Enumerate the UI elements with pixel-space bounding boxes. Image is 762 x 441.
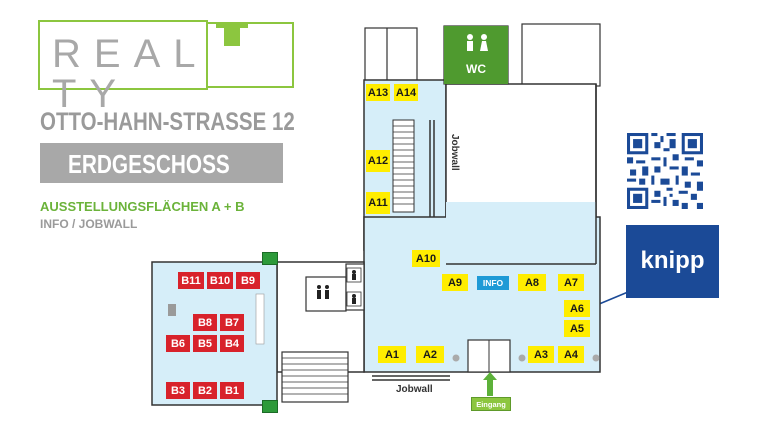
booth-b2[interactable]: B2 bbox=[193, 382, 217, 399]
floor-plan: WC Jobwall Jobwall A13 A14 A12 A11 A10 A… bbox=[150, 22, 601, 422]
booth-b7[interactable]: B7 bbox=[220, 314, 244, 331]
booth-b9[interactable]: B9 bbox=[236, 272, 260, 289]
entrance-label: Eingang bbox=[471, 397, 511, 411]
toilet-people-icon bbox=[317, 285, 329, 299]
booth-b11[interactable]: B11 bbox=[178, 272, 204, 289]
booth-a14[interactable]: A14 bbox=[394, 84, 418, 101]
booth-b4[interactable]: B4 bbox=[220, 335, 244, 352]
exhibition-areas-label: AUSSTELLUNGSFLÄCHEN A + B bbox=[40, 199, 245, 214]
jobwall-vertical-label: Jobwall bbox=[449, 134, 460, 171]
info-jobwall-label: INFO / JOBWALL bbox=[40, 217, 138, 231]
accessible-toilet-icon bbox=[346, 267, 362, 307]
entrance-arrow-icon bbox=[483, 372, 497, 396]
booth-a10[interactable]: A10 bbox=[412, 250, 440, 267]
booth-b5[interactable]: B5 bbox=[193, 335, 217, 352]
wc-people-icon bbox=[467, 34, 488, 51]
booth-a5[interactable]: A5 bbox=[564, 320, 590, 337]
wc-room: WC bbox=[444, 26, 508, 84]
booth-b1[interactable]: B1 bbox=[220, 382, 244, 399]
reality-logo: REAL TY bbox=[38, 20, 294, 114]
qr-code-icon[interactable] bbox=[627, 133, 703, 209]
booth-b3[interactable]: B3 bbox=[166, 382, 190, 399]
booth-a2[interactable]: A2 bbox=[416, 346, 444, 363]
booth-a4[interactable]: A4 bbox=[558, 346, 584, 363]
logo-word: REAL TY bbox=[52, 32, 208, 116]
booth-b10[interactable]: B10 bbox=[207, 272, 233, 289]
booth-a13[interactable]: A13 bbox=[366, 84, 390, 101]
booth-a1[interactable]: A1 bbox=[378, 346, 406, 363]
booth-b8[interactable]: B8 bbox=[193, 314, 217, 331]
knipp-label: knipp bbox=[640, 247, 705, 274]
booth-a11[interactable]: A11 bbox=[366, 192, 390, 214]
booth-a12[interactable]: A12 bbox=[366, 150, 390, 172]
booth-a7[interactable]: A7 bbox=[558, 274, 584, 291]
emergency-exit-icon bbox=[262, 252, 278, 265]
wc-label: WC bbox=[466, 62, 486, 76]
booth-b6[interactable]: B6 bbox=[166, 335, 190, 352]
info-desk[interactable]: INFO bbox=[477, 276, 509, 290]
booth-a8[interactable]: A8 bbox=[518, 274, 546, 291]
jobwall-horizontal-label: Jobwall bbox=[396, 384, 433, 395]
floor-title: ERDGESCHOSS bbox=[68, 149, 230, 179]
booth-a3[interactable]: A3 bbox=[528, 346, 554, 363]
street-address: OTTO-HAHN-STRASSE 12 bbox=[40, 108, 295, 136]
floor-banner: ERDGESCHOSS bbox=[40, 143, 283, 183]
booth-a6[interactable]: A6 bbox=[564, 300, 590, 317]
knipp-logo[interactable]: knipp bbox=[626, 225, 719, 298]
booth-a9[interactable]: A9 bbox=[442, 274, 468, 291]
emergency-exit-icon bbox=[262, 400, 278, 413]
